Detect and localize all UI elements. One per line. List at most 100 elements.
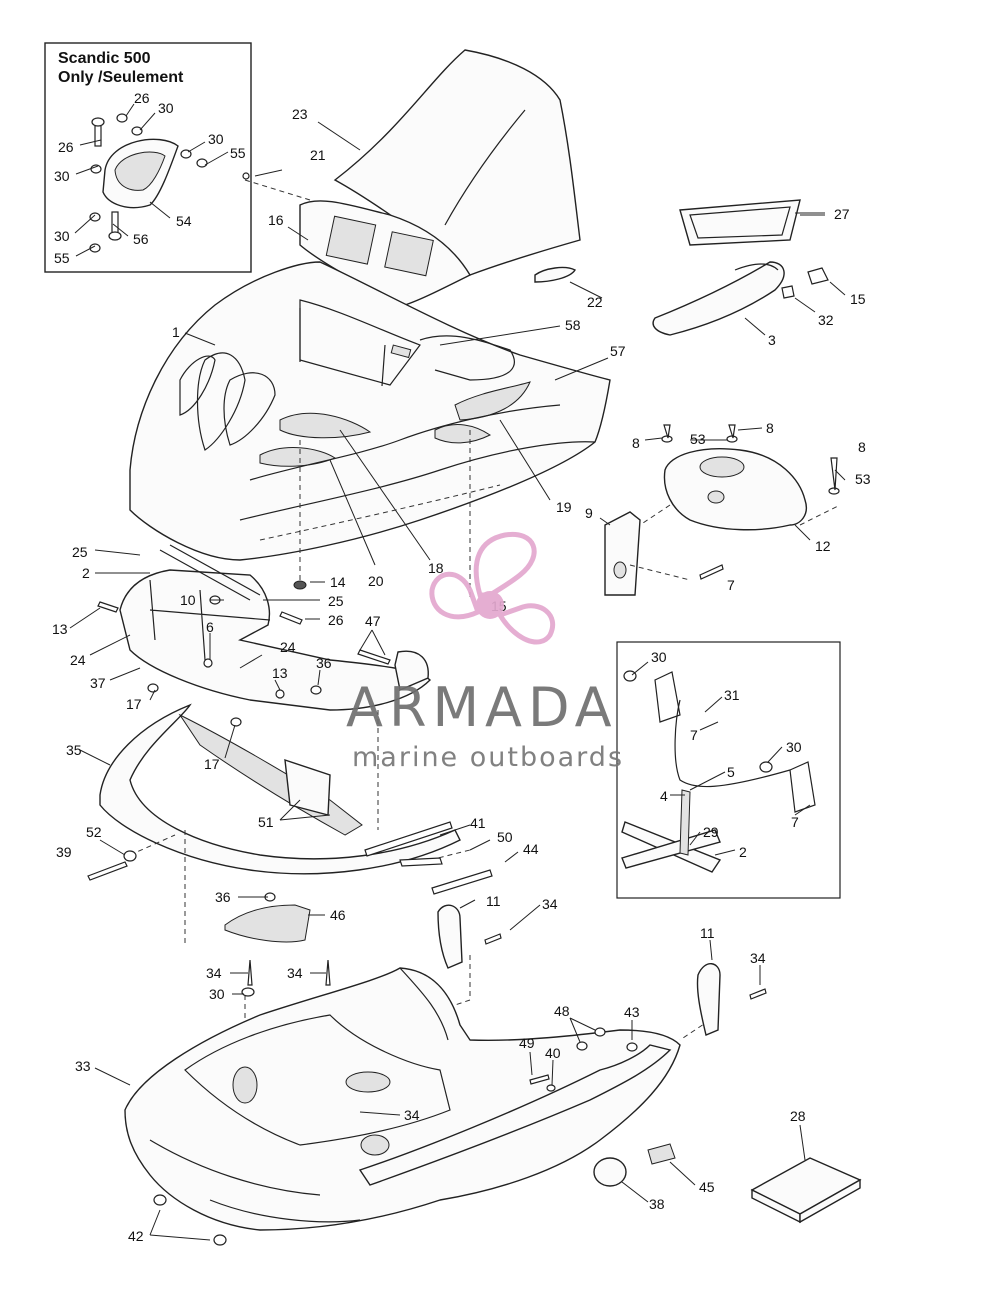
callout-55: 55 [230,145,246,161]
callout-30: 30 [209,986,225,1002]
part-22 [534,266,577,283]
callout-34: 34 [287,965,303,981]
callout-26: 26 [328,612,344,628]
callout-41: 41 [470,815,486,831]
callout-7: 7 [690,727,698,743]
callout-58: 58 [565,317,581,333]
callout-40: 40 [545,1045,561,1061]
callout-24: 24 [280,639,296,655]
callout-44: 44 [523,841,539,857]
callout-17: 17 [126,696,142,712]
callout-33: 33 [75,1058,91,1074]
callout-52: 52 [86,824,102,840]
callout-55: 55 [54,250,70,266]
bracket-9 [604,511,641,596]
callout-51: 51 [258,814,274,830]
callout-14: 14 [330,574,346,590]
callout-9: 9 [585,505,593,521]
callout-7: 7 [791,814,799,830]
callout-12: 12 [815,538,831,554]
pad-28 [750,1157,862,1224]
watermark-tagline: marine outboards [352,742,624,773]
callout-22: 22 [587,294,603,310]
callout-37: 37 [90,675,106,691]
bracket-11a [437,904,463,969]
callout-21: 21 [310,147,326,163]
bracket-46 [224,904,311,943]
callout-2: 2 [82,565,90,581]
watermark: ARMADA marine outboards [346,531,624,773]
console-12 [663,448,807,531]
callout-27: 27 [834,206,850,222]
inset-title-line1: Scandic 500 [58,50,151,67]
panel-16 [299,200,471,306]
part-27 [679,199,825,246]
callout-11: 11 [486,893,501,909]
callout-48: 48 [554,1003,570,1019]
grommet-38 [593,1157,627,1187]
callout-18: 18 [428,560,444,576]
callout-36: 36 [316,655,332,671]
callout-57: 57 [610,343,626,359]
callout-42: 42 [128,1228,144,1244]
callout-5: 5 [727,764,735,780]
callout-46: 46 [330,907,346,923]
leader-lines [69,121,846,1241]
callout-4: 4 [660,788,668,804]
watermark-brand: ARMADA [346,676,618,739]
callout-30: 30 [208,131,224,147]
callout-25: 25 [328,593,344,609]
callout-6: 6 [206,619,214,635]
callout-26: 26 [134,90,150,106]
callout-19: 19 [556,499,572,515]
callout-30: 30 [786,739,802,755]
callout-3: 3 [768,332,776,348]
callout-26: 26 [58,139,74,155]
callout-34: 34 [750,950,766,966]
callout-47: 47 [365,613,381,629]
callout-24: 24 [70,652,86,668]
callout-15: 15 [850,291,866,307]
callout-7: 7 [727,577,735,593]
propeller-icon [429,531,556,645]
front-bumper-35 [99,703,461,875]
bracket-11b [696,963,721,1036]
callout-43: 43 [624,1004,640,1020]
callout-11: 11 [700,925,715,941]
callout-30: 30 [158,100,174,116]
bumper-3 [652,261,785,336]
callout-8: 8 [632,435,640,451]
inset-steering [616,641,841,899]
plate-45 [647,1143,676,1165]
callout-39: 39 [56,844,72,860]
reinforcement-51 [178,713,363,836]
callout-49: 49 [519,1035,535,1051]
callout-50: 50 [497,829,513,845]
callout-30: 30 [651,649,667,665]
callout-34: 34 [206,965,222,981]
hardware [87,172,840,1246]
callout-36: 36 [215,889,231,905]
callout-38: 38 [649,1196,665,1212]
callout-25: 25 [72,544,88,560]
callout-8: 8 [766,420,774,436]
callout-34: 34 [404,1107,420,1123]
callout-20: 20 [368,573,384,589]
callout-54: 54 [176,213,192,229]
callout-29: 29 [703,824,719,840]
callout-30: 30 [54,228,70,244]
callout-23: 23 [292,106,308,122]
inset-title-line2: Only /Seulement [58,69,184,86]
callout-2: 2 [739,844,747,860]
callout-45: 45 [699,1179,715,1195]
clip-15-32 [781,267,829,299]
callout-16: 16 [268,212,284,228]
callout-30: 30 [54,168,70,184]
callout-35: 35 [66,742,82,758]
callout-13: 13 [52,621,68,637]
callout-28: 28 [790,1108,806,1124]
callout-31: 31 [724,687,740,703]
callout-56: 56 [133,231,149,247]
belly-pan-33 [124,967,681,1231]
